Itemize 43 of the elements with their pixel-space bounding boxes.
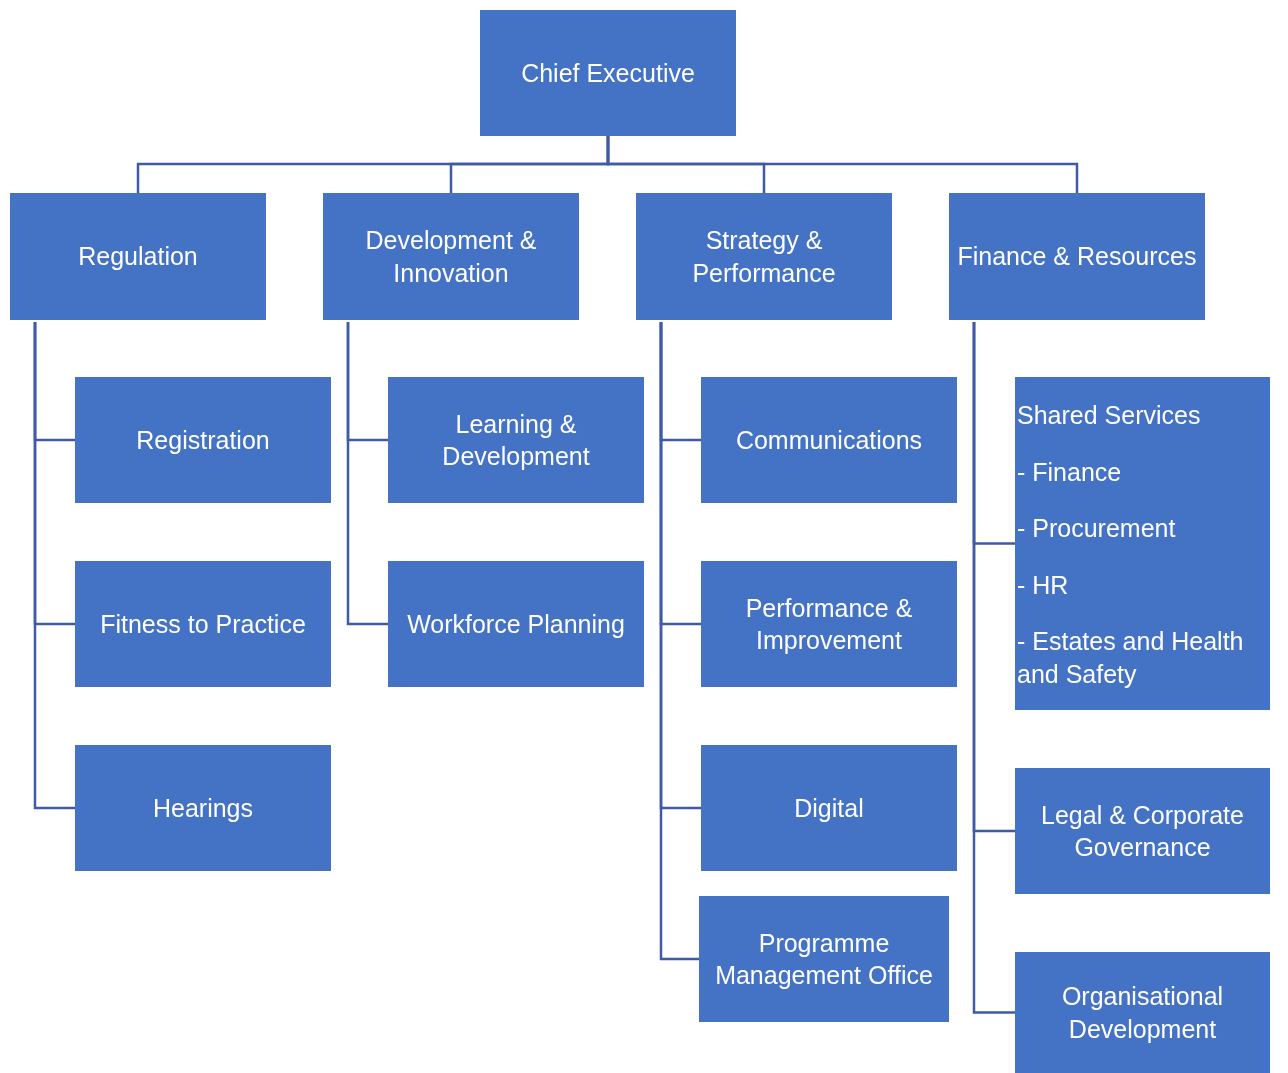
org-box <box>699 896 949 1022</box>
box-label: Registration <box>136 424 270 456</box>
box-label: Finance & Resources <box>957 241 1197 273</box>
box-label: - Estates and Health and Safety <box>1017 626 1245 690</box>
box-label: Programme Management Office <box>714 927 934 991</box>
box-label: Workforce Planning <box>407 608 625 640</box>
org-box <box>75 377 331 503</box>
connector-line <box>659 322 699 961</box>
org-box <box>636 193 892 320</box>
org-box <box>75 561 331 687</box>
box-label: Performance & Improvement <box>744 592 914 656</box>
org-box <box>701 745 957 871</box>
box-label: Legal & Corporate Governance <box>1040 799 1245 863</box>
box-label: - Finance <box>1017 456 1122 488</box>
org-box <box>323 193 579 320</box>
org-box <box>388 377 644 503</box>
box-label: - HR <box>1017 569 1069 601</box>
box-label: Fitness to Practice <box>100 608 306 640</box>
connector-line <box>346 322 388 626</box>
box-label: Learning & Development <box>441 408 591 472</box>
box-label: Shared Services <box>1017 400 1201 431</box>
org-box <box>388 561 644 687</box>
box-label: Regulation <box>78 241 198 273</box>
org-box <box>701 561 957 687</box>
org-box <box>1015 377 1270 710</box>
box-label: - Procurement <box>1017 513 1176 544</box>
box-label: Strategy & Performance <box>691 225 837 289</box>
box-label: Digital <box>794 792 864 824</box>
connector-line <box>606 136 1079 193</box>
org-box <box>10 193 266 320</box>
org-box <box>1015 952 1270 1073</box>
box-label: Development & Innovation <box>364 225 538 289</box>
org-box <box>701 377 957 503</box>
connector-line <box>33 322 75 810</box>
box-label: Organisational Development <box>1060 981 1225 1045</box>
org-box <box>480 10 736 136</box>
box-label: Hearings <box>152 792 254 824</box>
org-box <box>949 193 1205 320</box>
org-box <box>75 745 331 871</box>
connector-line <box>972 322 1015 1014</box>
org-box <box>1015 768 1270 894</box>
box-label: Communications <box>735 424 923 456</box>
box-label: Chief Executive <box>521 57 695 89</box>
